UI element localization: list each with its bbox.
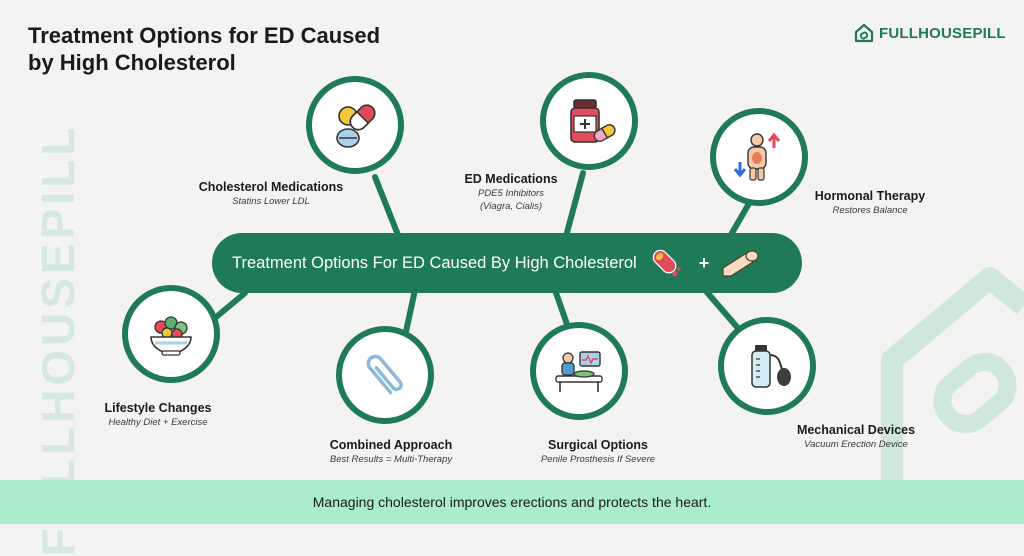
ed-medications-subtitle: PDE5 Inhibitors (Viagra, Cialis) — [436, 187, 586, 213]
lifestyle-changes-title: Lifestyle Changes — [104, 401, 212, 415]
cholesterol-medications-label: Cholesterol Medications Statins Lower LD… — [178, 179, 364, 208]
surgical-options-node — [530, 322, 628, 420]
page-title: Treatment Options for ED Caused by High … — [28, 22, 380, 76]
lifestyle-changes-label: Lifestyle Changes Healthy Diet + Exercis… — [83, 400, 233, 429]
hormonal-therapy-node — [710, 108, 808, 206]
brand-name: FULLHOUSEPILL — [879, 24, 1006, 42]
salad-bowl-icon — [150, 316, 192, 356]
central-plus-sign: + — [698, 252, 710, 273]
mechanical-devices-title: Mechanical Devices — [796, 423, 916, 437]
cholesterol-medications-node — [306, 76, 404, 174]
hormonal-therapy-subtitle: Restores Balance — [832, 205, 908, 216]
pills-icon — [336, 104, 376, 148]
vacuum-pump-icon — [751, 345, 791, 388]
connector-lines — [212, 170, 758, 339]
surgical-options-subtitle: Penile Prosthesis If Severe — [540, 454, 656, 465]
lifestyle-changes-subtitle: Healthy Diet + Exercise — [108, 417, 208, 428]
medicine-bottle-icon — [570, 99, 616, 143]
clogged-artery-icon — [652, 249, 681, 277]
combined-approach-label: Combined Approach Best Results = Multi-T… — [306, 437, 476, 466]
connector-mechanical — [702, 287, 740, 330]
central-topic-title: Treatment Options For ED Caused By High … — [232, 253, 637, 272]
mechanical-devices-label: Mechanical Devices Vacuum Erection Devic… — [776, 422, 936, 451]
connector-ed — [562, 170, 586, 243]
ed-medications-node — [540, 72, 638, 170]
ed-medications-title: ED Medications — [464, 172, 558, 186]
central-topic: Treatment Options For ED Caused By High … — [212, 233, 802, 293]
brand-logo: FULLHOUSEPILL — [854, 22, 1006, 44]
background-house-icon — [881, 267, 1024, 480]
surgery-icon — [555, 351, 603, 392]
hormonal-therapy-label: Hormonal Therapy Restores Balance — [795, 188, 945, 217]
page-title-line-2: by High Cholesterol — [28, 50, 236, 75]
cholesterol-medications-title: Cholesterol Medications — [198, 180, 344, 194]
combined-approach-node — [336, 326, 434, 424]
footer-text: Managing cholesterol improves erections … — [312, 494, 712, 510]
page-title-line-1: Treatment Options for ED Caused — [28, 23, 381, 48]
connector-combined — [402, 287, 418, 339]
paperclip-icon — [366, 354, 403, 395]
mechanical-devices-node — [718, 317, 816, 415]
connector-lifestyle — [212, 290, 248, 321]
hormone-body-icon — [733, 132, 781, 181]
flaccid-penis-icon — [722, 250, 759, 277]
surgical-options-label: Surgical Options Penile Prosthesis If Se… — [513, 437, 683, 466]
ed-medications-subtitle-line-1: PDE5 Inhibitors — [477, 188, 544, 199]
connector-cholesterol — [372, 174, 403, 243]
combined-approach-title: Combined Approach — [329, 438, 453, 452]
footer-band: Managing cholesterol improves erections … — [0, 480, 1024, 524]
house-logo-icon — [854, 23, 874, 43]
surgical-options-title: Surgical Options — [547, 438, 648, 452]
ed-medications-label: ED Medications PDE5 Inhibitors (Viagra, … — [436, 171, 586, 213]
hormonal-therapy-title: Hormonal Therapy — [814, 189, 926, 203]
connector-surgical — [552, 287, 571, 330]
combined-approach-subtitle: Best Results = Multi-Therapy — [329, 454, 453, 465]
lifestyle-changes-node — [122, 285, 220, 383]
cholesterol-medications-subtitle: Statins Lower LDL — [232, 196, 310, 207]
ed-medications-subtitle-line-2: (Viagra, Cialis) — [479, 201, 543, 212]
mechanical-devices-subtitle: Vacuum Erection Device — [804, 439, 908, 450]
